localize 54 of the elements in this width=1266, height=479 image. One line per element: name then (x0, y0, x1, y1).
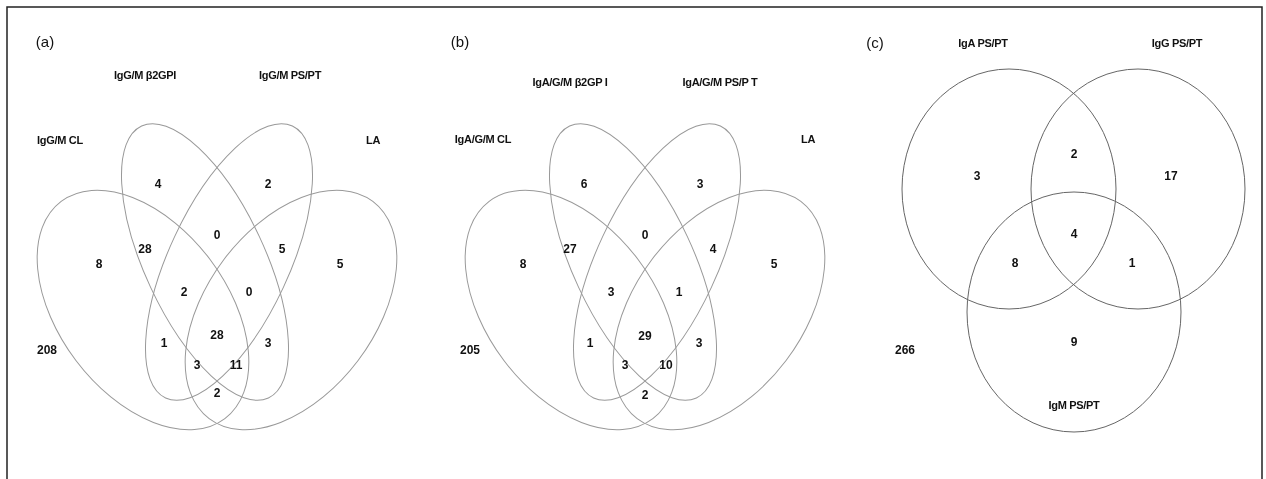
region-count: 3 (264, 337, 272, 351)
region-count: 6 (580, 178, 588, 192)
set-name: IgG/M β2GPI (113, 68, 177, 82)
region-count: 2 (264, 178, 272, 192)
region-count: 9 (1070, 336, 1078, 350)
region-count: 1 (160, 337, 168, 351)
region-count: 3 (695, 337, 703, 351)
region-count: 205 (460, 344, 480, 358)
region-count: 29 (638, 330, 652, 344)
panel-letter: (b) (450, 33, 470, 51)
region-count: 4 (1070, 228, 1078, 242)
region-count: 1 (675, 286, 683, 300)
set-name: IgG/M CL (37, 133, 83, 147)
region-count: 3 (696, 178, 704, 192)
region-count: 1 (1128, 257, 1136, 271)
region-count: 2 (1070, 148, 1078, 162)
set-name: IgA/G/M β2GP I (531, 75, 609, 89)
region-count: 28 (210, 329, 224, 343)
region-count: 1 (586, 337, 594, 351)
region-count: 266 (895, 344, 915, 358)
region-count: 2 (180, 286, 188, 300)
region-count: 5 (336, 258, 344, 272)
panel-letter: (c) (866, 34, 884, 52)
region-count: 208 (37, 344, 57, 358)
set-name: LA (365, 133, 381, 147)
region-count: 5 (278, 243, 286, 257)
set-name: IgG PS/PT (1151, 36, 1203, 50)
region-count: 8 (1011, 257, 1019, 271)
region-count: 3 (193, 359, 201, 373)
region-count: 8 (95, 258, 103, 272)
set-name: LA (800, 132, 816, 146)
set-name: IgA/G/M PS/P T (681, 75, 759, 89)
region-count: 4 (709, 243, 717, 257)
region-count: 3 (607, 286, 615, 300)
set-name: IgA PS/PT (958, 36, 1008, 50)
region-count: 10 (659, 359, 673, 373)
set-name: IgM PS/PT (1048, 398, 1100, 412)
region-count: 0 (245, 286, 253, 300)
region-count: 4 (154, 178, 162, 192)
region-count: 11 (229, 359, 243, 373)
region-count: 3 (973, 170, 981, 184)
region-count: 28 (138, 243, 152, 257)
region-count: 8 (519, 258, 527, 272)
region-count: 5 (770, 258, 778, 272)
region-count: 27 (563, 243, 577, 257)
region-count: 0 (213, 229, 221, 243)
region-count: 2 (213, 387, 221, 401)
region-count: 0 (641, 229, 649, 243)
region-count: 3 (621, 359, 629, 373)
set-name: IgG/M PS/PT (258, 68, 322, 82)
region-count: 17 (1164, 170, 1178, 184)
panel-letter: (a) (35, 33, 55, 51)
region-count: 2 (641, 389, 649, 403)
set-name: IgA/G/M CL (454, 132, 512, 146)
